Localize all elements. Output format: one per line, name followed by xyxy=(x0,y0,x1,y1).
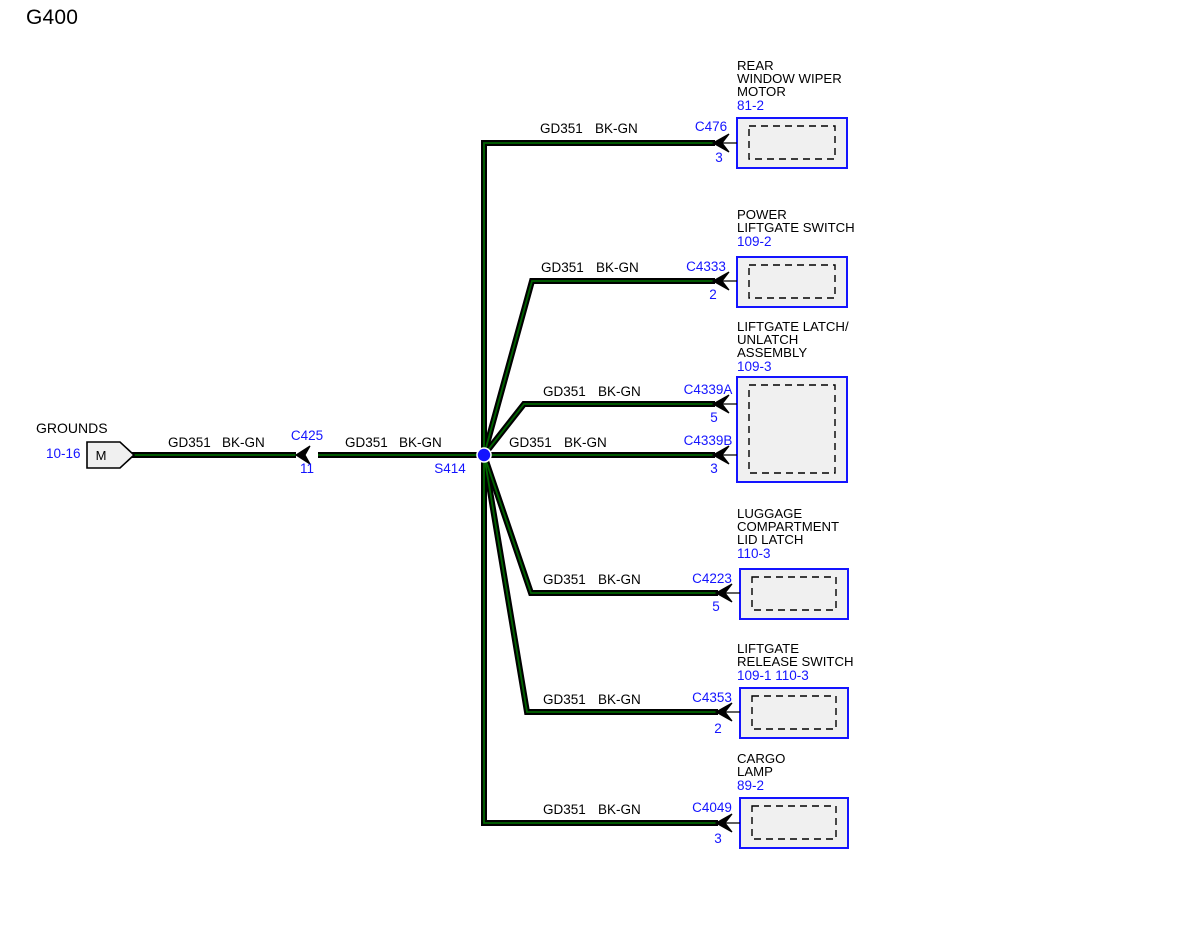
connector-id: C4333 xyxy=(686,259,726,274)
wire-label-circuit: GD351 xyxy=(509,435,552,450)
splice-dot-icon xyxy=(476,447,492,463)
wire-label-color: BK-GN xyxy=(595,121,638,136)
inline-connector-c425[interactable]: C425 11 xyxy=(291,428,323,476)
connector-c476[interactable]: C476 3 xyxy=(695,119,730,165)
component-inner-dashed-outline xyxy=(748,384,836,474)
connector-arrow-icon xyxy=(714,813,733,833)
component-label-line-1: POWER xyxy=(737,207,787,222)
wire-label-color: BK-GN xyxy=(598,802,641,817)
component-label-line-2: LAMP xyxy=(737,764,773,779)
component-label-line-3: MOTOR xyxy=(737,84,786,99)
splice-label: S414 xyxy=(434,461,466,476)
splice-s414[interactable]: S414 xyxy=(434,447,492,476)
connector-id: C4339A xyxy=(684,382,733,397)
ground-pentagon-icon xyxy=(86,441,136,469)
component-label-line-2: UNLATCH xyxy=(737,332,798,347)
component-reference: 109-2 xyxy=(737,234,772,249)
wire-splice-to-c4049 xyxy=(481,455,718,826)
connector-arrow-icon xyxy=(711,394,730,414)
connector-pin: 11 xyxy=(300,461,314,476)
connector-c4049[interactable]: C4049 3 xyxy=(692,800,733,846)
component-inner-dashed-outline xyxy=(751,695,837,730)
connector-arrow-icon xyxy=(711,271,730,291)
wire-label-color: BK-GN xyxy=(564,435,607,450)
component-label-line-2: WINDOW WIPER xyxy=(737,71,842,86)
grounds-label: GROUNDS xyxy=(36,420,108,436)
connector-pin: 2 xyxy=(714,721,722,736)
component-reference: 89-2 xyxy=(737,778,764,793)
component-reference: 110-3 xyxy=(737,546,771,561)
component-cargo-lamp[interactable]: CARGO LAMP 89-2 xyxy=(737,751,849,849)
component-liftgate-release-switch[interactable]: LIFTGATE RELEASE SWITCH 109-1 110-3 xyxy=(737,641,854,739)
wire-label-color: BK-GN xyxy=(598,692,641,707)
connector-arrow-icon xyxy=(714,702,733,722)
component-label-line-1: LIFTGATE xyxy=(737,641,799,656)
connector-arrow-icon xyxy=(711,445,730,465)
connector-pin: 3 xyxy=(710,461,718,476)
component-reference: 109-3 xyxy=(737,359,772,374)
connector-id: C4223 xyxy=(692,571,732,586)
wire-label-color: BK-GN xyxy=(596,260,639,275)
connector-pin: 3 xyxy=(715,150,723,165)
component-label-line-2: RELEASE SWITCH xyxy=(737,654,854,669)
connector-pin: 2 xyxy=(709,287,717,302)
wire-label-circuit: GD351 xyxy=(345,435,388,450)
component-inner-dashed-outline xyxy=(748,125,836,160)
wire-label-circuit: GD351 xyxy=(543,802,586,817)
connector-arrow-icon xyxy=(714,583,733,603)
component-inner-dashed-outline xyxy=(751,576,837,611)
ground-symbol-text: M xyxy=(96,448,107,463)
connector-id: C425 xyxy=(291,428,323,443)
wire-sheaths xyxy=(126,140,718,826)
wire-label-color: BK-GN xyxy=(598,384,641,399)
component-label-line-1: LIFTGATE LATCH/ xyxy=(737,319,849,334)
grounds-reference: 10-16 xyxy=(46,446,81,461)
wire-splice-to-c4333 xyxy=(481,278,715,456)
page-title: G400 xyxy=(26,6,79,29)
connector-c4223[interactable]: C4223 5 xyxy=(692,571,733,614)
wire-label-color: BK-GN xyxy=(598,572,641,587)
component-box xyxy=(736,376,848,483)
component-reference: 109-1 110-3 xyxy=(737,668,809,683)
wire-label-circuit: GD351 xyxy=(543,572,586,587)
connector-pin: 5 xyxy=(712,599,720,614)
connector-pin: 5 xyxy=(710,410,718,425)
component-label-line-3: LID LATCH xyxy=(737,532,803,547)
component-luggage-compartment-lid-latch[interactable]: LUGGAGE COMPARTMENT LID LATCH 110-3 xyxy=(737,506,849,620)
component-power-liftgate-switch[interactable]: POWER LIFTGATE SWITCH 109-2 xyxy=(736,207,855,308)
component-rear-window-wiper-motor[interactable]: REAR WINDOW WIPER MOTOR 81-2 xyxy=(736,58,848,169)
wire-label-circuit: GD351 xyxy=(543,692,586,707)
connector-c4333[interactable]: C4333 2 xyxy=(686,259,730,302)
component-label-line-1: REAR xyxy=(737,58,774,73)
wire-cores xyxy=(126,142,718,824)
ground-symbol[interactable]: M xyxy=(86,441,136,469)
connector-c4339b[interactable]: C4339B 3 xyxy=(684,433,733,476)
component-liftgate-latch-unlatch-assembly[interactable]: LIFTGATE LATCH/ UNLATCH ASSEMBLY 109-3 xyxy=(736,319,849,483)
connector-pin: 3 xyxy=(714,831,722,846)
wire-label-circuit: GD351 xyxy=(541,260,584,275)
component-label-line-3: ASSEMBLY xyxy=(737,345,807,360)
component-inner-dashed-outline xyxy=(751,805,837,840)
connector-id: C4339B xyxy=(684,433,733,448)
connector-c4339a[interactable]: C4339A 5 xyxy=(684,382,733,425)
connector-id: C4049 xyxy=(692,800,732,815)
component-label-line-2: LIFTGATE SWITCH xyxy=(737,220,855,235)
connector-id: C4353 xyxy=(692,690,732,705)
wire-label-color: BK-GN xyxy=(399,435,442,450)
wire-label-color: BK-GN xyxy=(222,435,265,450)
connector-c4353[interactable]: C4353 2 xyxy=(692,690,733,736)
component-inner-dashed-outline xyxy=(748,264,836,299)
component-label-line-2: COMPARTMENT xyxy=(737,519,839,534)
component-label-line-1: CARGO xyxy=(737,751,785,766)
connector-id: C476 xyxy=(695,119,727,134)
wire-label-circuit: GD351 xyxy=(540,121,583,136)
connector-arrow-icon xyxy=(294,445,311,465)
connector-arrow-icon xyxy=(711,133,730,153)
wire-label-circuit: GD351 xyxy=(168,435,211,450)
component-reference: 81-2 xyxy=(737,98,764,113)
component-label-line-1: LUGGAGE xyxy=(737,506,802,521)
wire-label-circuit: GD351 xyxy=(543,384,586,399)
